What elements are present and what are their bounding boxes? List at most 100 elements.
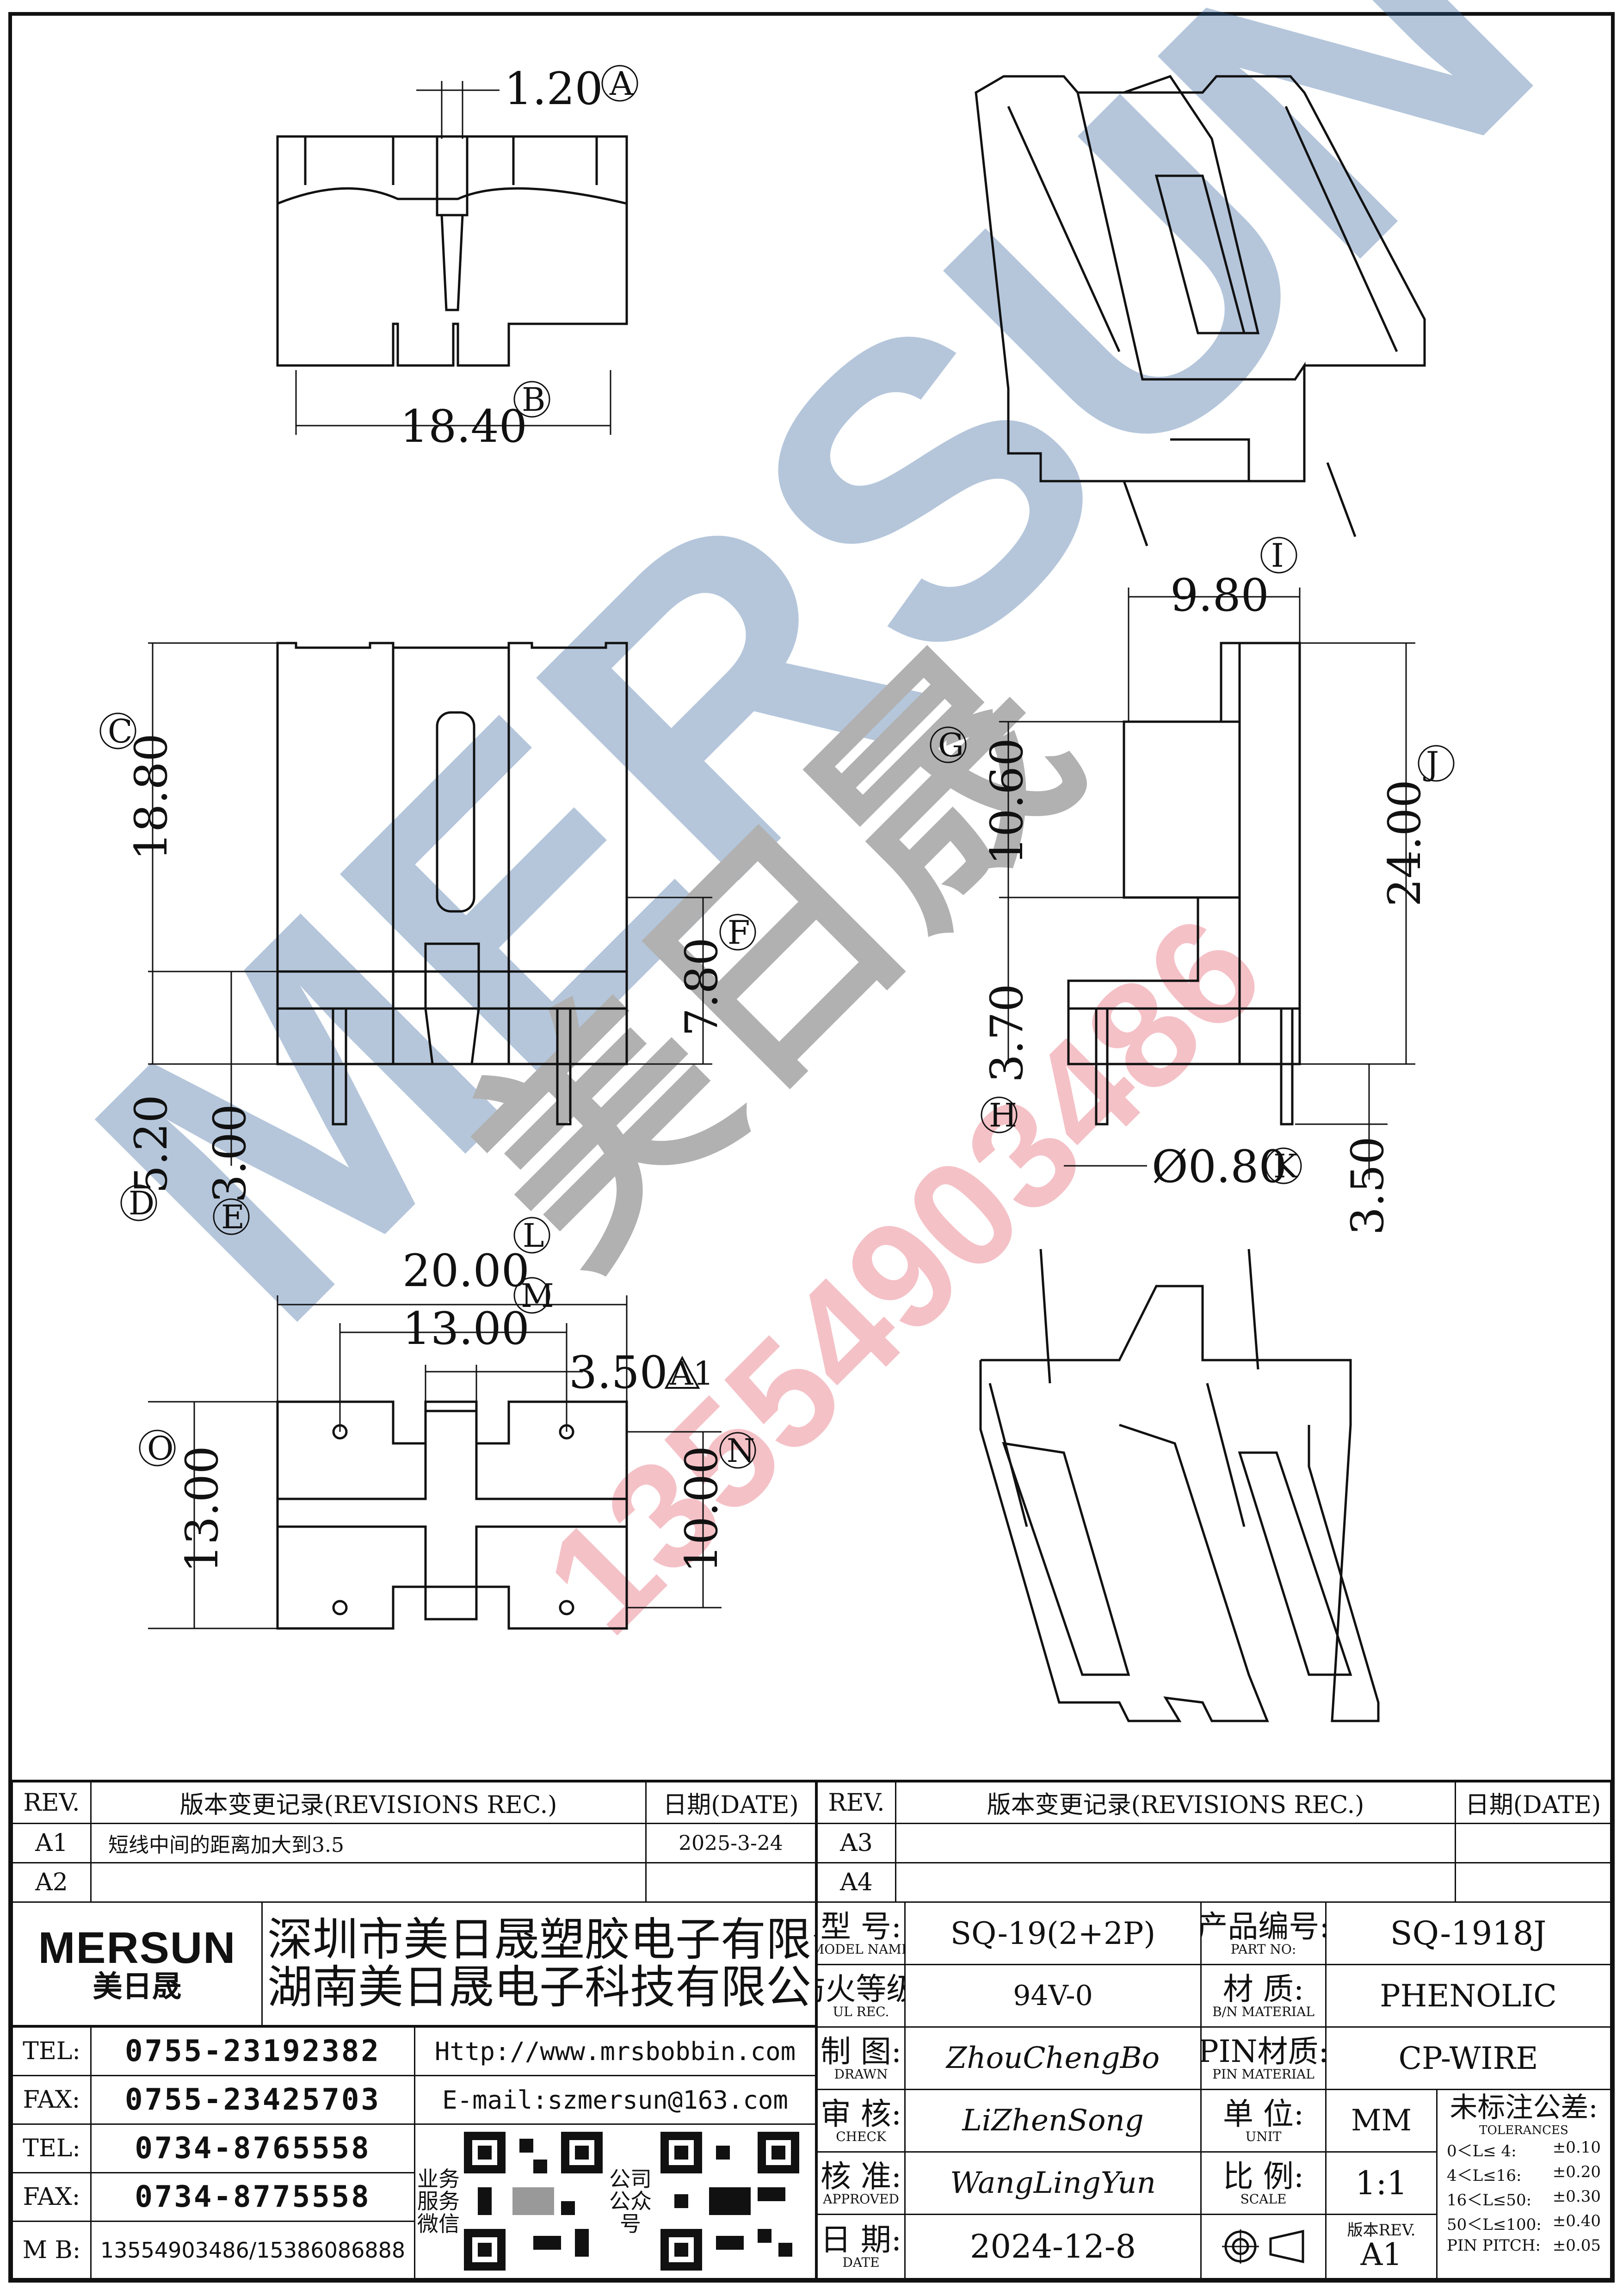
marker-n: N [727,1432,755,1470]
dim-k: Ø0.80 [1152,1141,1287,1193]
isometric-bottom [979,1249,1380,1722]
rev-right-row2-rev: A4 [818,1863,896,1903]
view-top-front-dims [295,81,611,435]
contact-label-2: FAX: [13,2076,92,2125]
date-label: 日 期: DATE [818,2215,906,2278]
drawn-label: 制 图: DRAWN [818,2028,906,2090]
dim-a: 1.20 [504,63,603,115]
drawn-label-text: 制 图: [820,2033,902,2069]
tol-range-5: PIN PITCH: [1447,2236,1541,2255]
rev-right-row1-rev: A3 [818,1824,896,1863]
qr-right-icon [660,2132,799,2271]
dim-o: 13.00 [176,1446,228,1573]
marker-o-circle [139,1430,176,1467]
rev-right-header-date: 日期(DATE) [1456,1782,1610,1824]
ul-label: 防火等级: UL REC. [818,1965,906,2028]
material-label-text: 材 质: [1222,1971,1304,2007]
approved-label-sub: APPROVED [823,2191,899,2207]
marker-m-circle [513,1277,550,1314]
projection-symbol [1202,2215,1327,2278]
marker-j: J [1423,745,1439,783]
marker-b: B [522,381,545,419]
tolerance-row-3: 16＜L≤50: ±0.30 [1438,2185,1610,2210]
contact-value-3: 0734-8765558 [92,2125,415,2173]
website-link[interactable]: Http://www.mrsbobbin.com [415,2028,818,2076]
rev-box: 版本REV. A1 [1327,2215,1438,2278]
tolerance-row-5: PIN PITCH: ±0.05 [1438,2234,1610,2255]
view-side [1067,642,1301,1126]
marker-l-circle [513,1217,550,1254]
part-value: SQ-1918J [1327,1903,1610,1965]
tol-value-1: ±0.10 [1552,2138,1601,2157]
qr-right-caption: 公司 公众 号 [607,2125,654,2278]
model-label: 型 号: MODEL NAME [818,1903,906,1965]
marker-c: C [108,712,133,750]
rev-right-header-rec: 版本变更记录(REVISIONS REC.) [896,1782,1456,1824]
tol-range-4: 50＜L≤100: [1447,2216,1542,2234]
qr-left-icon [464,2132,603,2271]
dim-m: 13.00 [402,1303,530,1355]
drawn-value: ZhouChengBo [906,2028,1202,2090]
dim-n: 10.00 [676,1446,728,1573]
company-logo: MERSUN 美日晟 [13,1903,263,2028]
dim-d: 5.20 [125,1095,177,1194]
qr-code-right [660,2132,799,2271]
rev-right-row1-date [1456,1824,1610,1863]
date-label-text: 日 期: [820,2222,902,2258]
marker-a-circle [601,65,638,102]
dim-f: 7.80 [676,937,728,1036]
marker-h: H [989,1096,1017,1134]
qr-code-left [464,2132,603,2271]
qr-right-caption-2: 公众 [609,2189,652,2214]
scale-value: 1:1 [1327,2153,1438,2215]
third-angle-projection-icon [1222,2229,1304,2264]
marker-a: A [609,65,634,103]
marker-h-circle [981,1096,1018,1133]
tol-range-1: 0＜L≤ 4: [1447,2142,1517,2160]
title-block: REV. 版本变更记录(REVISIONS REC.) 日期(DATE) A1 … [10,1780,1613,2281]
marker-c-circle [99,712,136,749]
marker-l: L [523,1217,544,1255]
marker-f: F [728,914,750,952]
rev-right-row1-rec [896,1824,1456,1863]
rev-right-row2-date [1456,1863,1610,1903]
view-middle-front-dims [148,642,712,1166]
approved-label: 核 准: APPROVED [818,2153,906,2215]
approved-value: WangLingYun [906,2153,1202,2215]
company-name-1: 深圳市美日晟塑胶电子有限公司 [267,1913,815,1967]
logo-text: MERSUN [38,1923,236,1973]
contact-value-5: 13554903486/15386086888 [92,2222,415,2278]
rev-left-header-rev: REV. [13,1782,92,1824]
marker-m: M [521,1277,554,1315]
rev-label: 版本REV. [1347,2221,1416,2240]
marker-d: D [129,1184,154,1222]
tol-range-2: 4＜L≤16: [1447,2166,1522,2185]
marker-n-circle [719,1432,756,1469]
model-label-text: 型 号: [820,1908,902,1944]
model-label-sub: MODEL NAME [818,1941,904,1957]
view-bottom-plan [276,1400,628,1630]
scale-label-sub: SCALE [1240,2191,1287,2207]
material-label-sub: B/N MATERIAL [1212,2004,1314,2019]
marker-k: K [1273,1147,1298,1185]
dim-c: 18.80 [125,733,177,860]
tol-value-5: ±0.05 [1552,2236,1601,2255]
marker-g-circle [930,726,967,763]
watermark: MERSUN 美日晟 13554903486 [11,0,1616,1665]
check-value: LiZhenSong [906,2090,1202,2153]
rev-value: A1 [1360,2237,1402,2273]
dim-g: 10.60 [981,738,1033,865]
tolerance-row-2: 4＜L≤16: ±0.20 [1438,2161,1610,2185]
pin-value: CP-WIRE [1327,2028,1610,2090]
unit-label-sub: UNIT [1245,2129,1282,2144]
unit-value: MM [1327,2090,1438,2153]
drawn-label-sub: DRAWN [834,2066,888,2082]
pin-label: PIN材质: PIN MATERIAL [1202,2028,1327,2090]
tol-value-3: ±0.30 [1552,2187,1601,2206]
logo-cn-text: 美日晟 [93,1969,182,2004]
check-label-text: 审 核: [820,2096,902,2132]
rev-left-row1-rec: 短线中间的距离加大到3.5 [92,1824,647,1863]
rev-left-row1-rev: A1 [13,1824,92,1863]
date-value: 2024-12-8 [906,2215,1202,2278]
email-link[interactable]: E-mail:szmersun@163.com [415,2076,818,2125]
